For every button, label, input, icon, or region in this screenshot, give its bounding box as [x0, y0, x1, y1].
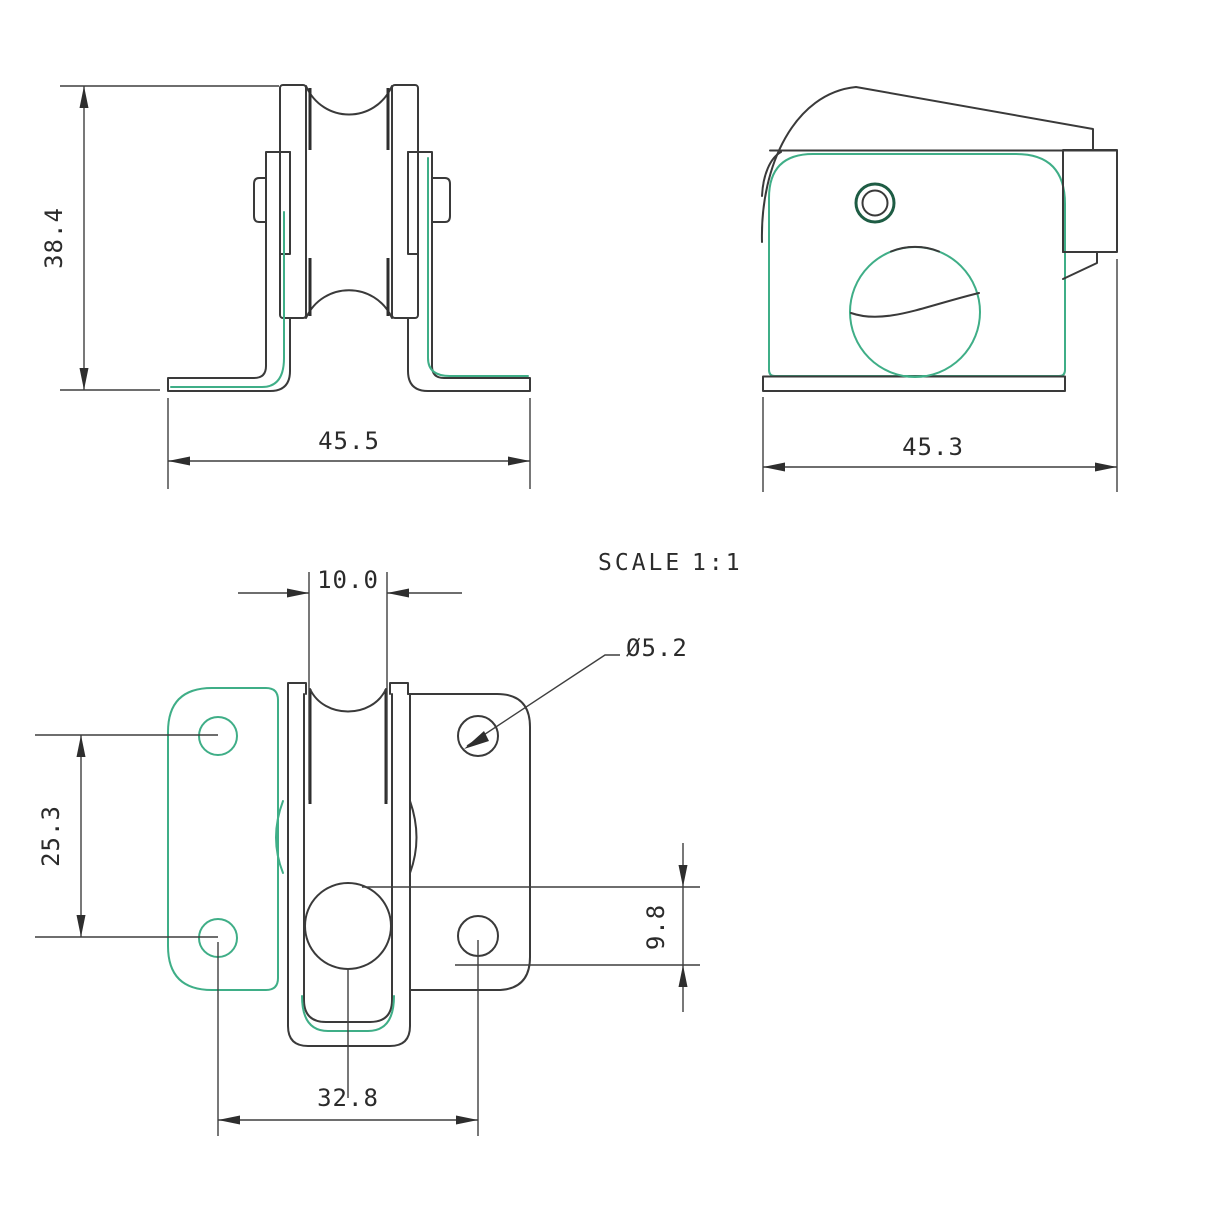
dim-front-height-label: 38.4 [40, 207, 68, 269]
front-axle-boss-left [253, 177, 267, 223]
dim-253-arrow-down [76, 915, 86, 937]
dim-328-ext-lines [217, 940, 479, 1136]
side-green-plate [768, 153, 1066, 377]
bottom-wheel-bulge-right [409, 800, 418, 874]
front-groove-top-arc [305, 85, 393, 116]
dim-hole-leader-line [466, 654, 620, 747]
front-groove-bottom-arc [305, 289, 393, 319]
dim-253-arrow-up [76, 735, 86, 757]
bottom-slot-walls [303, 693, 393, 1001]
side-view: 45.3 [760, 86, 1118, 492]
dim-455-arrow-right [508, 456, 530, 466]
scale-note: SCALE 1:1 [598, 550, 743, 576]
side-ring-hole-inner [861, 189, 889, 217]
dim-453-arrow-right [1095, 462, 1117, 472]
dim-10-arrow-right [387, 588, 409, 598]
front-wheel-plate-right [391, 84, 419, 319]
bottom-view: 10.0 Ø5.2 25.3 9.8 32.8 [35, 566, 700, 1136]
side-wheel-groove-curve [850, 292, 980, 318]
front-green-echo-right [427, 157, 529, 377]
bottom-hole-top-left [198, 716, 238, 756]
dim-38-arrow-down [79, 368, 89, 390]
scale-ratio-label: 1:1 [692, 550, 743, 576]
dim-38-arrow-up [79, 86, 89, 108]
front-wheel-plate-left [279, 84, 307, 319]
bottom-channel-tab-left [287, 682, 307, 695]
dim-253-ext-lines [35, 734, 218, 938]
side-mount-tab [1062, 251, 1098, 280]
dim-10-ext-lines [308, 572, 388, 800]
front-left-bracket [167, 151, 291, 392]
dim-328-arrow-right [456, 1115, 478, 1125]
side-mount-block [1062, 149, 1118, 253]
bottom-groove-arc [309, 688, 387, 713]
side-flap-outline [760, 86, 1094, 243]
dim-front-base-width-label: 45.5 [318, 427, 380, 455]
dim-98-arrow-up [678, 965, 688, 987]
dim-wheel-protrusion-label: 9.8 [642, 904, 670, 950]
dim-side-width-label: 45.3 [902, 433, 964, 461]
dim-10-arrow-left [287, 588, 309, 598]
dim-328-arrow-left [218, 1115, 240, 1125]
dim-groove-width-label: 10.0 [317, 566, 379, 594]
bottom-groove-walls [308, 689, 388, 804]
dim-hole-pitch-horizontal-label: 32.8 [317, 1084, 379, 1112]
dim-hole-diameter-label: Ø5.2 [626, 634, 688, 662]
bottom-wheel-circle [304, 882, 392, 970]
bottom-wheel-bulge-left [275, 800, 284, 874]
bottom-hole-top-right [457, 715, 499, 757]
side-flap-echo-arc [761, 151, 782, 197]
front-right-bracket-step [407, 151, 419, 255]
front-green-echo-left [170, 211, 285, 388]
side-ring-hole-outer [854, 182, 896, 224]
dim-hole-leader-arrow [464, 731, 489, 749]
scale-word-label: SCALE [598, 550, 682, 576]
front-view: 38.4 45.5 [40, 84, 531, 489]
dim-hole-pitch-vertical-label: 25.3 [37, 805, 65, 867]
side-wheel-top-arc [890, 245, 940, 253]
bottom-black-flange [407, 693, 531, 991]
dim-453-arrow-left [763, 462, 785, 472]
front-axle-boss-right [431, 177, 451, 223]
bottom-channel-outline [287, 693, 411, 1047]
front-groove-wall-lines [308, 88, 390, 316]
dim-98-ext-lines [362, 886, 700, 966]
front-right-bracket [407, 151, 531, 392]
side-base-strip [762, 375, 1066, 392]
bottom-channel-tab-right [389, 682, 409, 695]
bottom-green-flange [167, 687, 279, 991]
dim-98-arrow-down [678, 865, 688, 887]
dim-455-arrow-left [168, 456, 190, 466]
side-wheel-circle [849, 246, 981, 378]
